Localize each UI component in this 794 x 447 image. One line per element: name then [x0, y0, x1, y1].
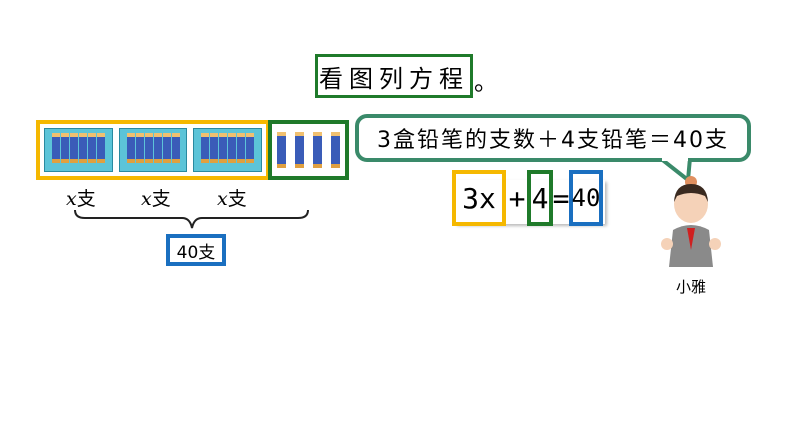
pencil-icon — [294, 132, 304, 168]
pencil-icon — [331, 132, 341, 168]
box-label: x支 — [217, 188, 247, 210]
box-label: x支 — [66, 188, 96, 210]
pencil-boxes-group — [36, 120, 270, 180]
equation-term2: 4 — [527, 170, 553, 226]
box-label: x支 — [141, 188, 171, 210]
loose-pencils-group — [268, 120, 349, 180]
equation-plus: + — [508, 181, 526, 215]
title-period: 。 — [474, 68, 498, 96]
pencil-icon — [313, 132, 323, 168]
pencil-box-icon — [193, 128, 263, 172]
brace-icon — [74, 209, 309, 229]
equation-result: 40 — [569, 170, 603, 226]
title: 看图列方程 — [319, 64, 469, 93]
character-name: 小雅 — [676, 278, 707, 296]
total-box: 40支 — [166, 234, 226, 266]
girl-character-icon — [661, 176, 721, 267]
speech-bubble: 3盒铅笔的支数＋4支铅笔＝40支 — [355, 114, 751, 162]
title-box: 看图列方程 — [315, 54, 473, 98]
pencil-box-icon — [118, 128, 188, 172]
equation-equals: = — [552, 181, 570, 215]
equation-term1: 3x — [452, 170, 506, 226]
pencil-box-icon — [44, 128, 113, 172]
pencil-icon — [276, 132, 286, 168]
